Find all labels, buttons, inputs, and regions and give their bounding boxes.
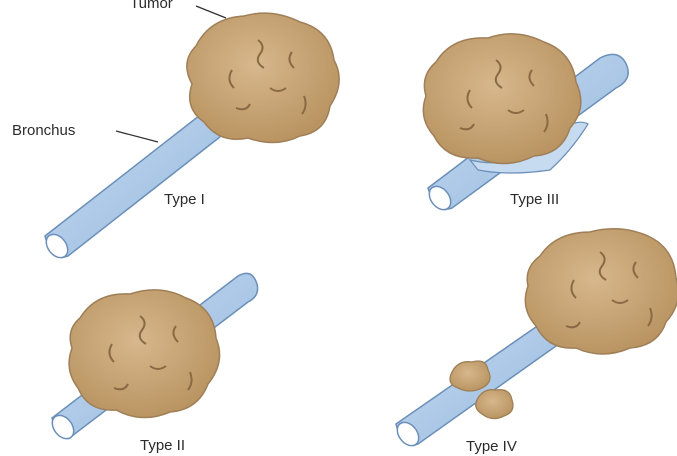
- type-2-label: Type II: [140, 437, 185, 454]
- satellite-nodule: [476, 390, 513, 419]
- tumor-mass: [69, 290, 219, 418]
- tumor-mass: [187, 13, 339, 142]
- tumor-label: Tumor: [130, 0, 173, 12]
- tumor-mass: [423, 34, 580, 164]
- panel-type-2: Type II: [48, 273, 258, 454]
- type-3-label: Type III: [510, 191, 559, 208]
- type-1-label: Type I: [164, 191, 205, 208]
- panel-type-1: Tumor Bronchus Type I: [12, 0, 339, 262]
- panel-type-4: Type IV: [393, 229, 677, 455]
- bronchus-leader-line: [116, 131, 158, 142]
- satellite-nodule: [450, 361, 490, 391]
- bronchus-label: Bronchus: [12, 122, 75, 139]
- panel-type-3: Type III: [423, 34, 628, 214]
- tumor-mass: [525, 229, 677, 354]
- tumor-leader-line: [196, 6, 226, 18]
- type-4-label: Type IV: [466, 438, 517, 455]
